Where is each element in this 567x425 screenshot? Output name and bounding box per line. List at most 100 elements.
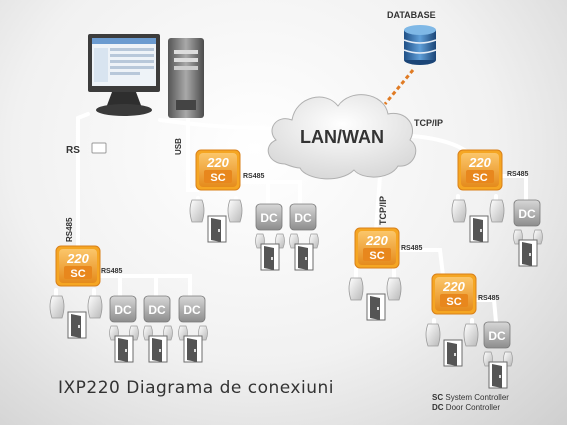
- dc-code: DC: [114, 303, 132, 317]
- lan-wan-label: LAN/WAN: [300, 127, 384, 147]
- ctrl-reader-b-3: [489, 199, 505, 223]
- door-handle: [271, 257, 273, 260]
- reader-body: [489, 199, 505, 223]
- controller-number: 220: [206, 155, 229, 170]
- ctrl-door-2: [207, 215, 227, 243]
- reader-body: [189, 199, 205, 223]
- controller-number: 220: [66, 251, 89, 266]
- link-1: [76, 112, 90, 264]
- database-icon: [403, 25, 437, 65]
- rs485-vertical-label: RS485: [65, 217, 74, 242]
- dc-door-m1: [260, 243, 280, 271]
- door-controller-l3: DC: [178, 295, 206, 323]
- door-leaf: [118, 338, 128, 362]
- link-10: [496, 174, 528, 207]
- ctrl-door-1: [67, 311, 87, 339]
- ctrl-reader-a-5: [425, 323, 441, 347]
- reader-body: [227, 199, 243, 223]
- dc-code: DC: [260, 211, 278, 225]
- reader-body: [451, 199, 467, 223]
- reader-body: [463, 323, 479, 347]
- legend: SC System Controller DC Door Controller: [432, 393, 509, 413]
- ctrl-door-3: [469, 215, 489, 243]
- link-2: [186, 116, 200, 192]
- dc-door-r1: [518, 239, 538, 267]
- door-leaf: [264, 246, 274, 270]
- dc-body: [255, 203, 283, 231]
- door-handle: [159, 349, 161, 352]
- ctrl-reader-b-5: [463, 323, 479, 347]
- door-controller-b1: DC: [483, 321, 511, 349]
- reader-body: [425, 323, 441, 347]
- controller-code: SC: [210, 172, 225, 184]
- dc-code: DC: [488, 329, 506, 343]
- ctrl-reader-b-4: [386, 277, 402, 301]
- reader-body: [386, 277, 402, 301]
- door-handle: [194, 349, 196, 352]
- door-leaf: [211, 218, 221, 242]
- door-leaf: [370, 296, 380, 320]
- link-4: [374, 174, 382, 232]
- door-leaf: [71, 314, 81, 338]
- controller-code: SC: [446, 296, 461, 308]
- diagram-title: IXP220 Diagrama de conexiuni: [58, 378, 334, 398]
- door-handle: [125, 349, 127, 352]
- database-label: DATABASE: [387, 10, 436, 20]
- rs485-label-2: RS485: [243, 173, 265, 180]
- dc-body: [178, 295, 206, 323]
- dc-body: [143, 295, 171, 323]
- ctrl-reader-a-2: [189, 199, 205, 223]
- controller-number: 220: [442, 279, 465, 294]
- tcp-ip-label-vertical: TCP/IP: [378, 196, 388, 225]
- rs485-label-5: RS485: [478, 295, 500, 302]
- dc-body: [513, 199, 541, 227]
- link-5: [98, 274, 192, 302]
- rs-converter-icon: [91, 142, 107, 154]
- door-handle: [480, 229, 482, 232]
- link-11: [396, 248, 446, 286]
- dc-door-l3: [183, 335, 203, 363]
- legend-item-sc: SC System Controller: [432, 393, 509, 403]
- dc-door-b1: [488, 361, 508, 389]
- legend-text-dc: Door Controller: [445, 403, 501, 412]
- controller-number: 220: [365, 233, 388, 248]
- ctrl-reader-b-1: [87, 295, 103, 319]
- door-leaf: [492, 364, 502, 388]
- door-leaf: [473, 218, 483, 242]
- dc-door-l1: [114, 335, 134, 363]
- door-controller-l1: DC: [109, 295, 137, 323]
- dc-body: [289, 203, 317, 231]
- link-8: [236, 180, 302, 207]
- reader-body: [348, 277, 364, 301]
- legend-text-sc: System Controller: [445, 393, 509, 402]
- dc-code: DC: [518, 207, 536, 221]
- rs-label: RS: [66, 145, 80, 156]
- door-controller-m1: DC: [255, 203, 283, 231]
- legend-code-dc: DC: [432, 403, 444, 412]
- rs485-label-4: RS485: [401, 245, 423, 252]
- door-handle: [305, 257, 307, 260]
- door-controller-r1: DC: [513, 199, 541, 227]
- dc-body: [483, 321, 511, 349]
- controller-code: SC: [70, 268, 85, 280]
- ctrl-reader-a-4: [348, 277, 364, 301]
- controller-badge: [440, 294, 468, 307]
- reader-body: [87, 295, 103, 319]
- legend-item-dc: DC Door Controller: [432, 403, 509, 413]
- door-handle: [218, 229, 220, 232]
- dc-code: DC: [294, 211, 312, 225]
- door-handle: [454, 353, 456, 356]
- reader-body: [49, 295, 65, 319]
- door-handle: [499, 375, 501, 378]
- ctrl-reader-b-2: [227, 199, 243, 223]
- controller-code: SC: [472, 172, 487, 184]
- tcp-ip-label-top: TCP/IP: [414, 118, 443, 128]
- door-handle: [529, 253, 531, 256]
- door-leaf: [447, 342, 457, 366]
- door-leaf: [187, 338, 197, 362]
- dc-code: DC: [183, 303, 201, 317]
